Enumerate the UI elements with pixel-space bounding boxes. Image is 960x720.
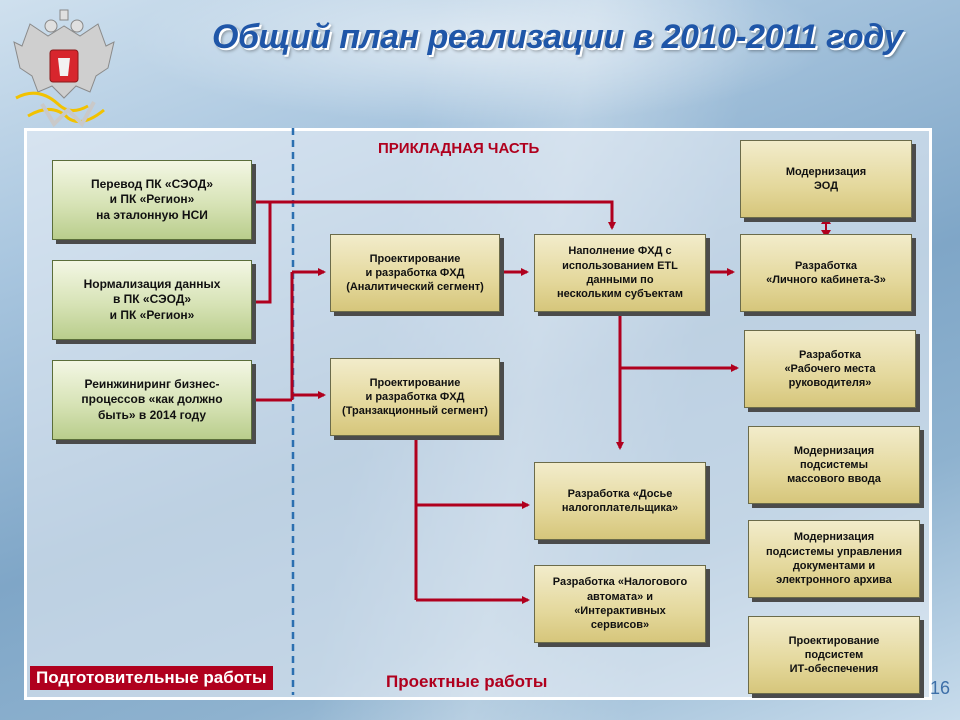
applied-part-label: ПРИКЛАДНАЯ ЧАСТЬ (378, 140, 540, 157)
box-manager-workstation: Разработка «Рабочего места руководителя» (744, 330, 916, 408)
page-title: Общий план реализации в 2010-2011 году (212, 18, 903, 56)
box-it-support: Проектирование подсистем ИТ-обеспечения (748, 616, 920, 694)
box-tax-automat: Разработка «Налогового автомата» и «Инте… (534, 565, 706, 643)
box-fxd-fill-etl: Наполнение ФХД с использованием ETL данн… (534, 234, 706, 312)
box-document-archive: Модернизация подсистемы управления докум… (748, 520, 920, 598)
coat-of-arms-emblem (13, 9, 115, 128)
prep-box-normalization: Нормализация данных в ПК «СЭОД» и ПК «Ре… (52, 260, 252, 340)
prep-box-nsi: Перевод ПК «СЭОД» и ПК «Регион» на этало… (52, 160, 252, 240)
box-personal-cabinet: Разработка «Личного кабинета-3» (740, 234, 912, 312)
project-work-label: Проектные работы (386, 672, 548, 691)
box-taxpayer-dossier: Разработка «Досье налогоплательщика» (534, 462, 706, 540)
box-fxd-transactional: Проектирование и разработка ФХД (Транзак… (330, 358, 500, 436)
prep-box-reengineering: Реинжиниринг бизнес- процессов «как долж… (52, 360, 252, 440)
page-number: 16 (930, 678, 951, 698)
box-mass-input: Модернизация подсистемы массового ввода (748, 426, 920, 504)
box-fxd-analytic: Проектирование и разработка ФХД (Аналити… (330, 234, 500, 312)
box-eod-modernization: Модернизация ЭОД (740, 140, 912, 218)
preparatory-work-label: Подготовительные работы (30, 666, 273, 690)
